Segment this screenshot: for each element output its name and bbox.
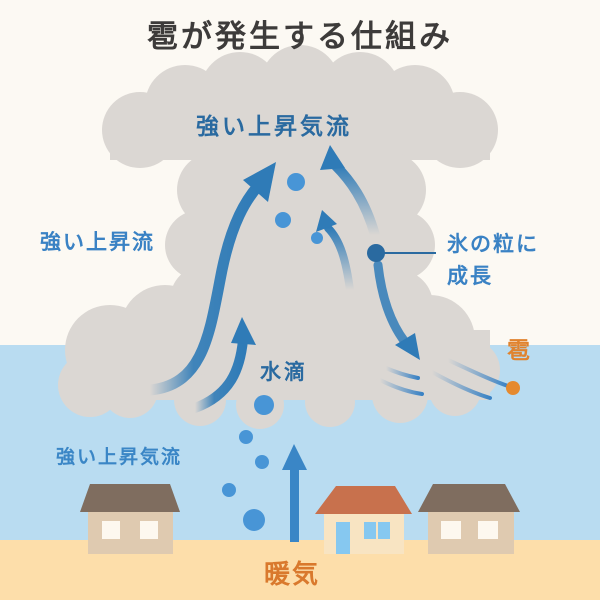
- label-bottom-updraft: 強い上昇気流: [56, 446, 183, 468]
- recirculating-arrow-icon: [320, 145, 380, 240]
- diagram-title: 雹が発生する仕組み: [147, 19, 453, 55]
- label-warm-air: 暖気: [264, 560, 321, 590]
- wind-streaks: [378, 358, 510, 400]
- hailstone-icon: [506, 381, 520, 395]
- falling-hail-arrow-icon: [373, 260, 420, 360]
- label-ice-growth-line1: 氷の粒に: [447, 232, 539, 256]
- house-right-icon: [418, 484, 520, 554]
- inner-rising-arrow-icon: [316, 210, 354, 294]
- label-hail: 雹: [507, 338, 530, 364]
- cloud-droplets: [275, 173, 323, 244]
- falling-droplets: [222, 395, 274, 531]
- label-left-updraft: 強い上昇流: [40, 230, 155, 254]
- ice-particle-icon: [367, 244, 385, 262]
- inner-updraft-arrow-icon: [190, 317, 256, 413]
- warm-air-rising-arrow-icon: [282, 444, 307, 542]
- label-water-droplet: 水滴: [260, 360, 308, 384]
- house-left-icon: [80, 484, 180, 554]
- label-ice-growth-line2: 成長: [447, 264, 493, 288]
- label-top-updraft: 強い上昇気流: [196, 114, 352, 140]
- house-center-icon: [315, 486, 412, 554]
- outer-updraft-arrow-icon: [144, 162, 276, 396]
